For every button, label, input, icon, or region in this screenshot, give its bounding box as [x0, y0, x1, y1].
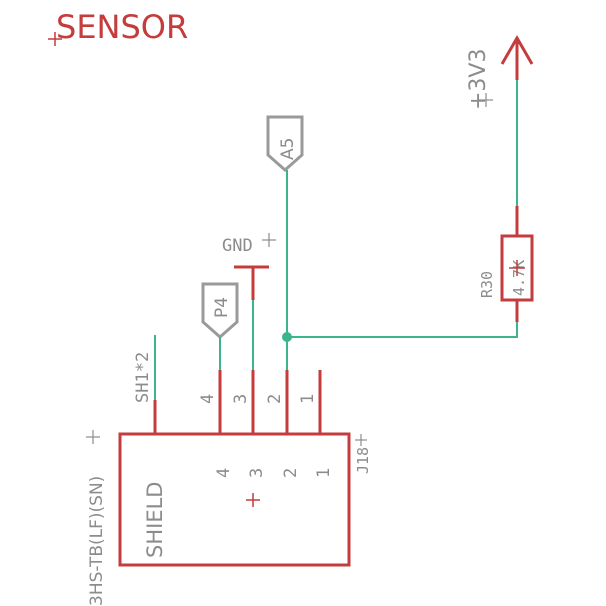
resistor-value-label: 4.7K — [510, 260, 528, 296]
connector-j18-body[interactable] — [118, 432, 351, 567]
pin-label-outer-3: 3 — [231, 394, 251, 404]
connector-body-label: SHIELD — [143, 482, 167, 558]
net-label-a5-symbol[interactable] — [266, 115, 304, 173]
gnd-origin-cross — [262, 233, 276, 247]
supply-3v3-symbol[interactable] — [500, 34, 534, 80]
pin-label-outer-4: 4 — [198, 394, 218, 404]
net-label-a5: A5 — [278, 138, 298, 160]
supply-3v3-label: +3V3 — [466, 49, 491, 110]
pin-label-outer-2: 2 — [265, 394, 285, 404]
sheet-title: SENSOR — [56, 8, 188, 46]
wire-resistor-junction[interactable] — [287, 322, 518, 338]
pin-label-inner-1: 1 — [314, 468, 334, 478]
connector-value-label: 3HS-TB(LF)(SN) — [87, 476, 107, 606]
pin-label-outer-1: 1 — [298, 394, 318, 404]
resistor-name-label: R30 — [478, 271, 496, 298]
connector-origin-cross — [246, 493, 260, 507]
connector-value-cross — [86, 430, 100, 444]
pin-label-inner-2: 2 — [281, 468, 301, 478]
pin-label-inner-4: 4 — [214, 468, 234, 478]
pin-label-inner-3: 3 — [247, 468, 267, 478]
resistor-origin-cross — [509, 260, 525, 276]
connector-name-label: J18 — [354, 447, 372, 474]
net-label-p4: P4 — [212, 297, 232, 318]
gnd-label: GND — [222, 236, 253, 256]
shield-pin-label: SH1*2 — [133, 352, 153, 403]
title-origin-cross — [48, 32, 62, 46]
net-label-p4-symbol[interactable] — [201, 282, 239, 340]
supply-origin-cross — [479, 93, 493, 107]
connector-name-cross — [355, 434, 367, 446]
